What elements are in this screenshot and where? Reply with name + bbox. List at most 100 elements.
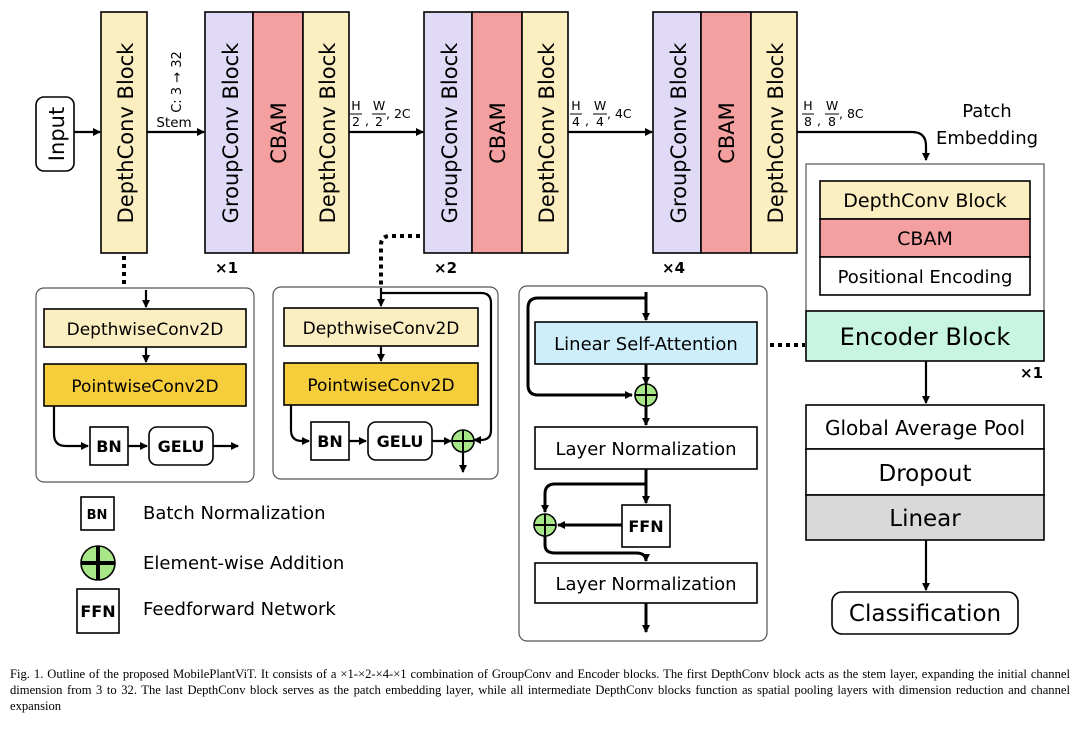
ffn-label: FFN [628,517,663,536]
encoder-block-label: Encoder Block [840,323,1011,351]
gelu-label-2: GELU [377,432,424,451]
svg-text:, 4C: , 4C [607,106,632,121]
arrow-to-patch-embedding [797,130,930,161]
svg-text:,: , [585,113,589,128]
stage1-repeat: ×1 [215,259,238,277]
groupconv-residual-path [381,291,493,444]
encoder-block: Encoder Block [805,310,1045,362]
stage3-repeat: ×4 [662,259,685,277]
stage3-cbam-label: CBAM [715,102,739,164]
linear-label: Linear [889,506,961,532]
linear-self-attention-label: Linear Self-Attention [554,334,738,355]
stage2-cbam-label: CBAM [486,102,510,164]
svg-text:,: , [817,113,821,128]
legend-ffn-symbol: FFN [80,602,115,621]
dims-stage3: H 8 , W 8 , 8C [802,98,864,129]
stage2-depthconv-label: DepthConv Block [535,42,559,224]
svg-text:2: 2 [375,114,383,129]
depthwise-conv-block-1: DepthwiseConv2D [43,308,247,348]
stage1-groupconv-label: GroupConv Block [219,42,243,223]
legend-addition-text: Element-wise Addition [143,553,344,574]
stage3-depthconv-label: DepthConv Block [764,42,788,224]
stage1-group: GroupConv Block CBAM DepthConv Block [204,11,350,254]
stage2-group: GroupConv Block CBAM DepthConv Block [423,11,569,254]
bn-block-2: BN [310,421,350,461]
depthwise-conv-label-1: DepthwiseConv2D [67,320,224,340]
pointwise-conv-label-2: PointwiseConv2D [307,376,454,396]
embedding-label: Embedding [936,128,1038,149]
figure-caption: Fig. 1. Outline of the proposed MobilePl… [10,667,1070,713]
addition-icon [533,513,557,537]
stem-channels-label: C: 3 → 32 [170,51,185,113]
linear-self-attention-block: Linear Self-Attention [534,321,758,365]
svg-text:H: H [351,98,360,113]
stem-label: Stem [156,115,191,131]
svg-text:W: W [594,98,606,113]
svg-text:, 2C: , 2C [386,106,411,121]
svg-text:4: 4 [572,114,580,129]
right-cbam-block: CBAM [819,218,1031,258]
svg-text:W: W [373,98,385,113]
stage2-repeat: ×2 [434,259,457,277]
global-average-pool-label: Global Average Pool [825,416,1025,440]
input-node: Input [35,96,75,172]
svg-text:H: H [571,98,580,113]
pointwise-conv-block-1: PointwiseConv2D [43,363,247,407]
stage1-cbam-label: CBAM [267,102,291,164]
gelu-label-1: GELU [158,437,205,456]
global-average-pool-block: Global Average Pool [805,404,1045,450]
layer-normalization-label-1: Layer Normalization [556,439,737,460]
dropout-block: Dropout [805,448,1045,496]
patch-label: Patch [962,101,1011,122]
svg-text:2: 2 [352,114,360,129]
svg-text:, 8C: , 8C [839,106,864,121]
layer-normalization-label-2: Layer Normalization [556,574,737,595]
bn-label-2: BN [317,432,343,451]
svg-text:8: 8 [804,114,812,129]
stage3-groupconv-label: GroupConv Block [667,42,691,223]
stem-depthconv-label: DepthConv Block [114,42,138,224]
stage3-group: GroupConv Block CBAM DepthConv Block [652,11,798,254]
depthwise-conv-block-2: DepthwiseConv2D [283,307,479,347]
stage2-groupconv-label: GroupConv Block [438,42,462,223]
dropout-label: Dropout [879,461,972,487]
depthwise-conv-label-2: DepthwiseConv2D [303,319,460,339]
classification-label: Classification [849,601,1001,627]
right-depthconv-block: DepthConv Block [819,180,1031,220]
ffn-residual-path [541,482,646,513]
gelu-block-1: GELU [148,426,214,466]
layer-normalization-block-1: Layer Normalization [534,426,758,470]
encoder-repeat: ×1 [1020,364,1043,382]
svg-text:W: W [826,98,838,113]
positional-encoding-label: Positional Encoding [838,267,1013,288]
attention-residual-path [526,296,646,399]
legend-bn: BN Batch Normalization [80,496,326,531]
addition-icon [634,383,658,407]
classification-node: Classification [831,591,1019,635]
ffn-block: FFN [621,504,671,548]
right-cbam-label: CBAM [897,228,953,250]
svg-text:8: 8 [828,114,836,129]
addition-icon [451,429,475,453]
input-label: Input [45,107,69,161]
legend-addition: Element-wise Addition [80,545,344,581]
addition-icon [80,545,116,581]
right-depthconv-label: DepthConv Block [843,190,1006,212]
legend-bn-text: Batch Normalization [143,503,326,524]
legend-ffn: FFN Feedforward Network [76,588,336,634]
layer-normalization-block-2: Layer Normalization [534,562,758,604]
svg-text:H: H [803,98,812,113]
legend-ffn-text: Feedforward Network [143,599,336,620]
architecture-diagram: Input DepthConv Block C: 3 → 32 Stem Gro… [35,11,1045,642]
stem-depthconv-block: DepthConv Block [100,11,148,254]
bn-block-1: BN [89,426,129,466]
pointwise-conv-block-2: PointwiseConv2D [283,362,479,406]
dims-stage2: H 4 , W 4 , 4C [570,98,632,129]
groupconv-detail-connector [379,234,420,288]
stage1-depthconv-label: DepthConv Block [316,42,340,224]
linear-block: Linear [805,494,1045,541]
svg-text:,: , [365,113,369,128]
dims-stage1: H 2 , W 2 , 2C [350,98,411,129]
pointwise-conv-label-1: PointwiseConv2D [71,377,218,397]
positional-encoding-block: Positional Encoding [819,256,1031,296]
